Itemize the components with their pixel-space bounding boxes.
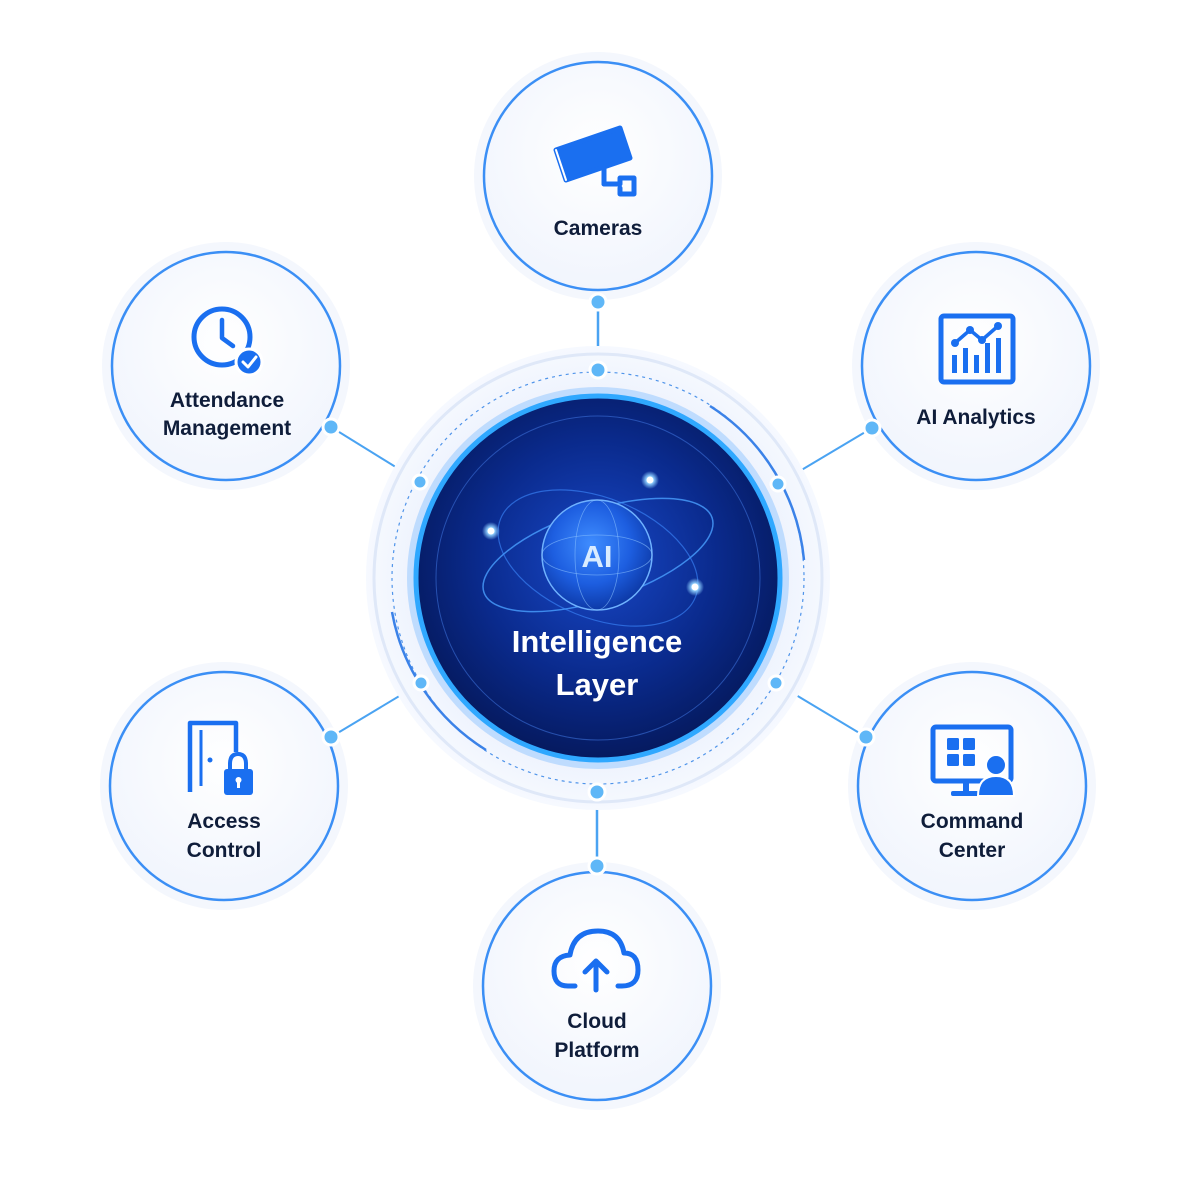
core-title-line2: Layer [556,667,639,702]
clock-check-icon [191,306,264,377]
connector-dot [856,727,876,747]
connector-dot [767,674,785,692]
connector-dots [321,292,882,876]
node-label: AI Analytics [916,406,1035,429]
core-title-line1: Intelligence [512,624,683,659]
node-access-control[interactable]: Access Control [100,662,348,910]
connector-dot [769,475,787,493]
node-cameras[interactable]: Cameras [474,52,722,300]
connector-dot [412,674,430,692]
door-lock-icon [187,720,253,795]
node-label-line1: Access [187,810,261,833]
intelligence-core: AI Intelligence Layer [413,393,783,763]
node-label-line2: Platform [554,1039,639,1062]
connector-dot [587,856,607,876]
connector-dot [862,418,882,438]
node-label-line2: Center [939,839,1006,862]
connector-dot [321,417,341,437]
connector-dot [588,360,608,380]
node-label: Cameras [554,217,643,240]
node-command-center[interactable]: Command Center [848,662,1096,910]
cloud-upload-icon [551,928,641,993]
node-cloud-platform[interactable]: Cloud Platform [473,862,721,1110]
node-attendance-management[interactable]: Attendance Management [102,242,350,490]
node-label-line1: Cloud [567,1010,626,1033]
connector-dot [587,782,607,802]
node-label-line1: Command [921,810,1024,833]
node-ai-analytics[interactable]: AI Analytics [852,242,1100,490]
node-label-line2: Control [187,839,262,862]
security-camera-icon [553,125,637,197]
connector-dot [321,727,341,747]
node-label-line1: Attendance [170,389,284,412]
monitor-user-icon [930,724,1016,797]
connector-dot [588,292,608,312]
ai-badge-text: AI [582,539,613,574]
analytics-chart-icon [938,313,1016,385]
connector-dot [411,473,429,491]
node-label-line2: Management [163,417,291,440]
orbit-ring [497,489,699,627]
